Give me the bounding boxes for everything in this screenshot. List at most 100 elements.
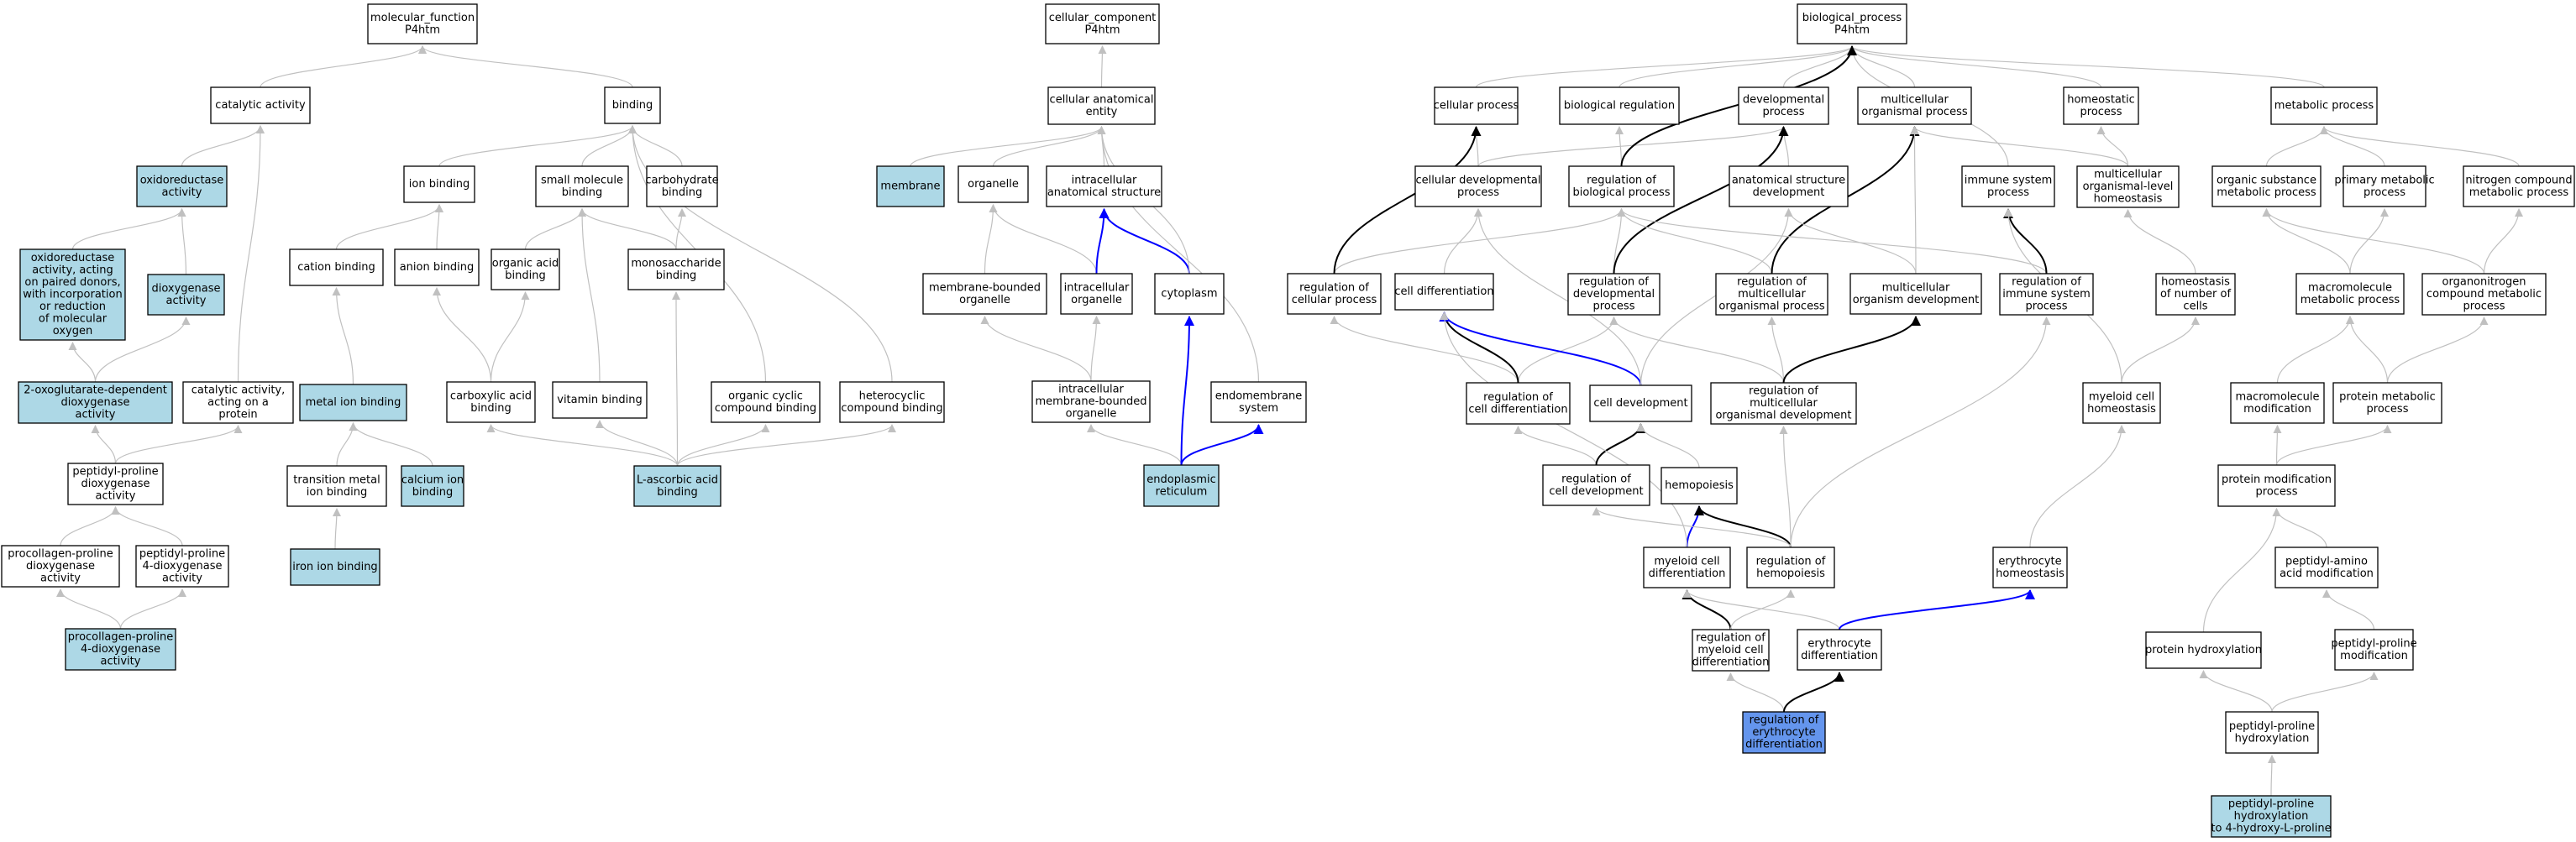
go-term-node-memb[interactable]: membrane — [876, 165, 945, 207]
go-term-node-catb[interactable]: cation binding — [289, 248, 384, 286]
node-label-line: dioxygenase — [26, 560, 95, 573]
edge-part-of-er-to-ems — [1180, 424, 1264, 466]
go-term-node-metp[interactable]: metabolic process — [2270, 86, 2378, 125]
go-term-node-og[interactable]: 2-oxoglutarate-dependentdioxygenaseactiv… — [18, 381, 173, 424]
go-term-node-anb[interactable]: anion binding — [394, 248, 480, 286]
node-label-line: regulation of — [1750, 714, 1819, 727]
go-term-node-cdev[interactable]: cell development — [1589, 384, 1692, 422]
node-box — [2343, 165, 2426, 207]
node-box — [1414, 165, 1542, 207]
go-term-node-ph[interactable]: protein hydroxylation — [2145, 631, 2262, 669]
node-label-line: erythrocyte — [1998, 555, 2061, 567]
go-term-node-cyto[interactable]: cytoplasm — [1154, 273, 1225, 315]
node-box — [1797, 629, 1882, 671]
edge-is-a-ems-to-cae — [1097, 126, 1260, 383]
go-term-node-org[interactable]: organelle — [957, 165, 1029, 203]
node-box — [65, 628, 176, 671]
go-term-node-iron[interactable]: iron ion binding — [290, 548, 380, 586]
go-term-node-br[interactable]: biological regulation — [1559, 86, 1680, 125]
go-term-node-binding[interactable]: binding — [604, 86, 661, 124]
node-label-line: organic acid — [492, 257, 559, 269]
edge-is-a-carbb-to-binding — [628, 125, 683, 167]
go-term-node-hemo[interactable]: hemopoiesis — [1660, 467, 1738, 505]
go-term-node-mib[interactable]: metal ion binding — [299, 384, 407, 421]
go-term-node-cp[interactable]: cellular process — [1434, 86, 1519, 125]
go-term-node-ionb[interactable]: ion binding — [403, 165, 475, 203]
node-label-line: entity — [1086, 106, 1118, 118]
go-term-node-catact[interactable]: catalytic activity — [210, 86, 311, 124]
node-label-line: process — [2256, 485, 2298, 498]
go-term-node-vitb[interactable]: vitamin binding — [552, 381, 648, 419]
node-label-line: L-ascorbic acid — [637, 473, 718, 486]
node-label-line: nitrogen compound — [2465, 174, 2572, 186]
node-box — [2211, 165, 2322, 207]
node-label-line: cells — [2183, 301, 2207, 313]
go-term-node-cdiff[interactable]: cell differentiation — [1394, 273, 1494, 311]
